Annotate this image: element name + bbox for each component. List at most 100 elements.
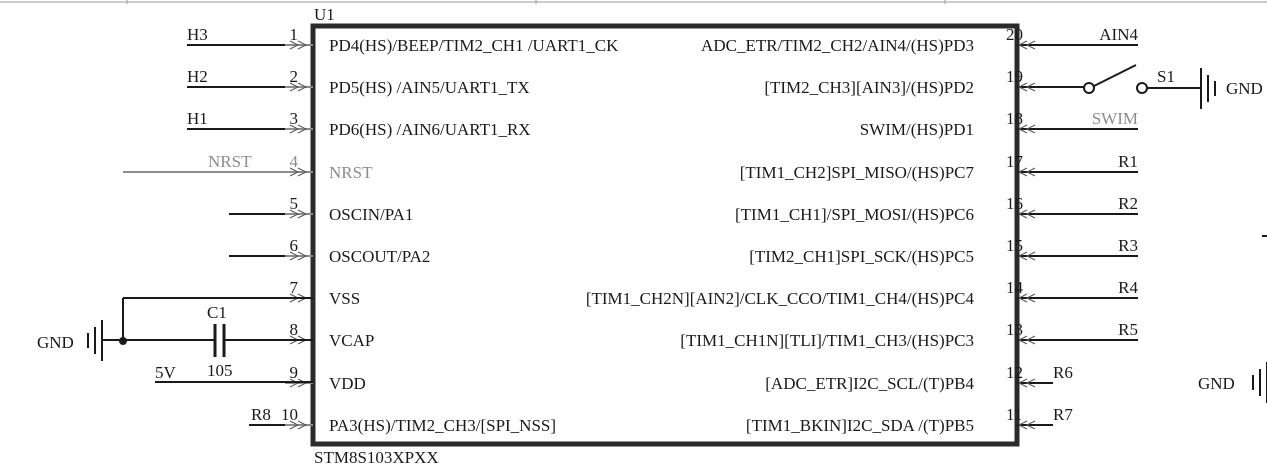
right-net-label: R3: [1118, 236, 1138, 255]
left-pin-label: PA3(HS)/TIM2_CH3/[SPI_NSS]: [329, 416, 556, 435]
pin-marker-icon: [1017, 293, 1036, 303]
left-net-label: NRST: [208, 152, 252, 171]
left-pin-number: 5: [290, 194, 299, 213]
ground-label-left: GND: [37, 333, 74, 352]
left-net-label: 5V: [155, 363, 177, 382]
pin-marker-icon: [1017, 335, 1036, 345]
left-pin-number: 7: [290, 278, 299, 297]
right-pin-number: 13: [1006, 320, 1023, 339]
right-net-label: R4: [1118, 278, 1138, 297]
right-pin-label: [TIM1_CH2N][AIN2]/CLK_CCO/TIM1_CH4/(HS)P…: [586, 289, 975, 308]
ic-part-number: STM8S103XPXX: [314, 448, 439, 467]
left-pin-number: 3: [290, 109, 299, 128]
left-pin-label: OSCIN/PA1: [329, 205, 413, 224]
right-pin-19[interactable]: 19[TIM2_CH3][AIN3]/(HS)PD2: [764, 67, 1084, 97]
right-pin-label: ADC_ETR/TIM2_CH2/AIN4/(HS)PD3: [701, 36, 974, 55]
pin-marker-icon: [1017, 124, 1036, 134]
right-pin-13[interactable]: 13 [TIM1_CH1N][TLI]/TIM1_CH3/(HS)PC3 R5: [680, 320, 1138, 350]
right-net-label: SWIM: [1092, 109, 1138, 128]
right-net-label: R2: [1118, 194, 1138, 213]
ground-symbol-left[interactable]: [87, 320, 103, 361]
left-net-label: H2: [187, 67, 208, 86]
right-pin-label: [TIM2_CH3][AIN3]/(HS)PD2: [764, 78, 974, 97]
right-pin-number: 15: [1006, 236, 1023, 255]
pin-marker-icon: [1017, 40, 1036, 50]
left-pin-label: OSCOUT/PA2: [329, 247, 430, 266]
right-pin-12[interactable]: 12 [ADC_ETR]I2C_SCL/(T)PB4 R6: [765, 363, 1073, 393]
right-pin-label: SWIM/(HS)PD1: [860, 120, 974, 139]
right-pin-label: [ADC_ETR]I2C_SCL/(T)PB4: [765, 374, 974, 393]
right-pin-17[interactable]: 17 [TIM1_CH2]SPI_MISO/(HS)PC7 R1: [740, 152, 1138, 182]
right-net-label: AIN4: [1099, 25, 1138, 44]
left-pin-number: 4: [290, 152, 299, 171]
ic-body[interactable]: [310, 23, 1020, 447]
pin-marker-icon: [289, 82, 308, 92]
right-pin-label: [TIM2_CH1]SPI_SCK/(HS)PC5: [749, 247, 974, 266]
pin-marker-icon: [1017, 378, 1036, 388]
left-pin-number: 6: [290, 236, 299, 255]
left-pin-number: 1: [290, 25, 299, 44]
left-pin-label: PD5(HS) /AIN5/UART1_TX: [329, 78, 530, 97]
right-pin-label: [TIM1_BKIN]I2C_SDA /(T)PB5: [746, 416, 974, 435]
left-pin-label: PD6(HS) /AIN6/UART1_RX: [329, 120, 531, 139]
switch-s1[interactable]: [1083, 64, 1201, 94]
capacitor-ref: C1: [207, 303, 227, 322]
right-net-label: R7: [1053, 405, 1073, 424]
right-pin-number: 17: [1006, 152, 1024, 171]
left-pin-number: 9: [290, 363, 299, 382]
capacitor-value: 105: [207, 361, 233, 380]
ground-symbol-edge[interactable]: [1252, 362, 1267, 403]
left-net-label: H1: [187, 109, 208, 128]
pin-marker-icon: [289, 40, 308, 50]
left-pin-label: PD4(HS)/BEEP/TIM2_CH1 /UART1_CK: [329, 36, 619, 55]
right-pin-label: [TIM1_CH1N][TLI]/TIM1_CH3/(HS)PC3: [680, 331, 974, 350]
pin-marker-icon: [289, 209, 308, 219]
switch-ref: S1: [1157, 67, 1175, 86]
right-net-label: R5: [1118, 320, 1138, 339]
right-pin-14[interactable]: 14 [TIM1_CH2N][AIN2]/CLK_CCO/TIM1_CH4/(HS…: [586, 278, 1139, 308]
pin-marker-icon: [1017, 420, 1036, 430]
right-pin-15[interactable]: 15 [TIM2_CH1]SPI_SCK/(HS)PC5 R3: [749, 236, 1138, 266]
right-pin-11[interactable]: 11 [TIM1_BKIN]I2C_SDA /(T)PB5 R7: [746, 405, 1073, 435]
right-net-label: R6: [1053, 363, 1073, 382]
pin-marker-icon: [289, 124, 308, 134]
ic-designator: U1: [314, 5, 335, 24]
left-pin-number: 10: [281, 405, 298, 424]
pin-marker-icon: [289, 167, 308, 177]
left-pin-label: NRST: [329, 163, 373, 182]
pin-marker-icon: [1017, 209, 1036, 219]
pin-marker-icon: [289, 420, 308, 430]
ground-label-switch: GND: [1226, 79, 1263, 98]
ground-symbol-switch[interactable]: [1200, 68, 1216, 109]
right-pin-number: 14: [1006, 278, 1024, 297]
left-pin-label: VDD: [329, 374, 366, 393]
right-pin-label: [TIM1_CH2]SPI_MISO/(HS)PC7: [740, 163, 975, 182]
right-pin-number: 20: [1006, 25, 1023, 44]
left-net-label: H3: [187, 25, 208, 44]
pin-marker-icon: [1017, 82, 1036, 92]
left-pin-label: VSS: [329, 289, 360, 308]
capacitor-c1[interactable]: [213, 324, 226, 357]
sheet-border: [0, 0, 1267, 4]
right-pin-number: 11: [1006, 405, 1022, 424]
right-pin-number: 12: [1006, 363, 1023, 382]
right-pin-label: [TIM1_CH1]/SPI_MOSI/(HS)PC6: [735, 205, 974, 224]
left-pin-number: 2: [290, 67, 299, 86]
right-net-label: R1: [1118, 152, 1138, 171]
pin-marker-icon: [1017, 167, 1036, 177]
